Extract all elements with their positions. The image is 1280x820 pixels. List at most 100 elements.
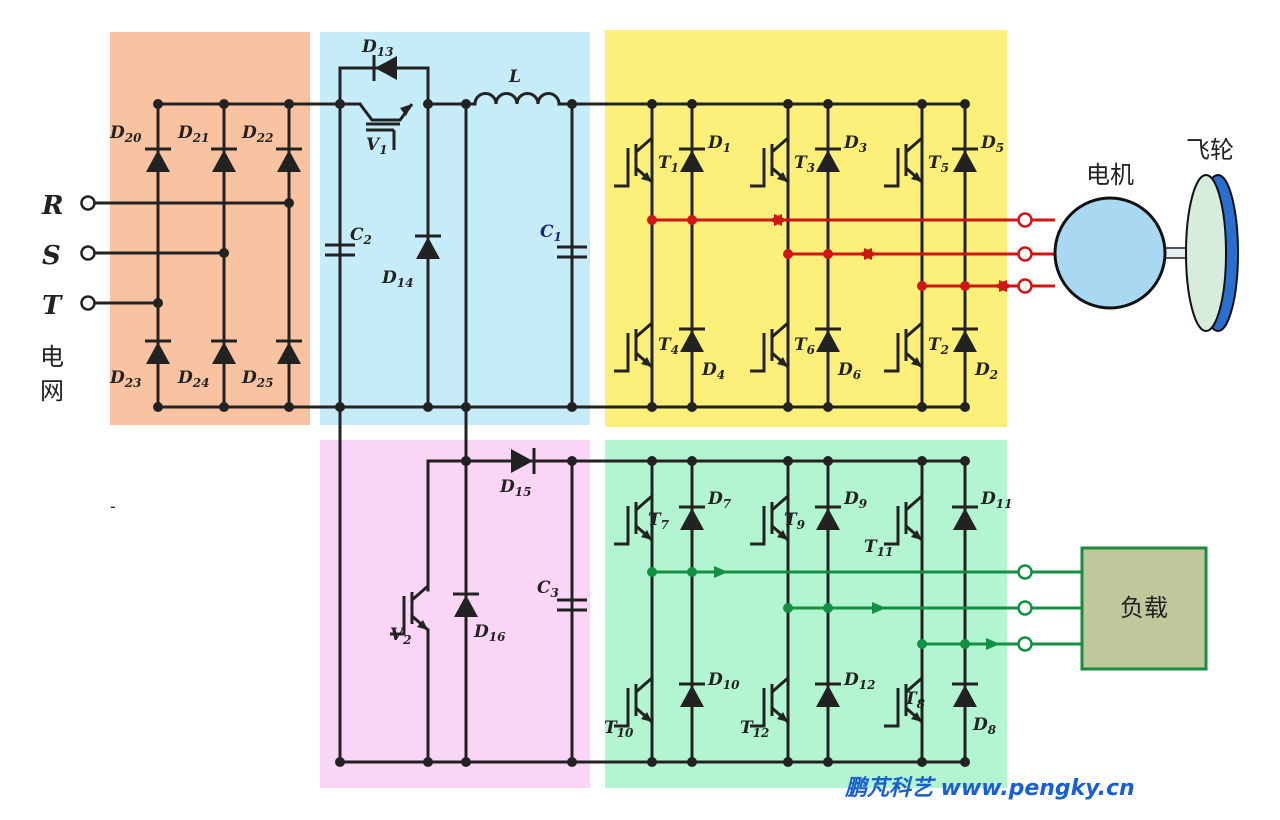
label-lower-transistor-1: T4 [658,335,679,357]
junction-dot [647,456,657,466]
diode-lower-inv-3 [952,327,978,352]
diode-upper-inv-2 [815,147,841,172]
load-terminal-2 [1017,600,1033,616]
diode-lower-inv-2 [815,327,841,352]
junction-dot [687,567,697,577]
motor-terminal-3 [1017,278,1033,294]
label-d15: D15 [499,477,531,499]
label-lower-diode-2: D24 [177,368,209,390]
junction-dot [960,99,970,109]
junction-dot [960,639,970,649]
label-load-upper-transistor-3: T11 [864,537,893,559]
load: 负载 [1080,546,1208,671]
diode-upper-2 [211,147,237,172]
junction-dot [461,757,471,767]
junction-dot [423,99,433,109]
junction-dot [917,281,927,291]
terminals [80,195,1033,652]
junction-dot [960,757,970,767]
motor-inverter-section-bg [605,30,1007,427]
junction-dot [917,402,927,412]
junction-dot [687,402,697,412]
igbt-lower-1 [614,321,653,373]
inductor-l [473,92,561,105]
junction-dot [960,402,970,412]
label-upper-diode-inv-3: D5 [980,133,1004,155]
grid-label: 电网 [40,343,64,405]
label-upper-transistor-3: T5 [928,153,949,175]
junction-dot [219,402,229,412]
label-upper-diode-inv-1: D1 [707,133,731,155]
junction-dot [647,215,657,225]
capacitor-c3 [557,598,587,612]
igbt-lower-3 [884,321,923,373]
label-load-lower-diode-3: D8 [972,715,997,737]
label-load-upper-transistor-1: T7 [648,510,670,532]
diode-lower-3 [276,339,302,364]
junction-dot [783,249,793,259]
junction-dot [284,402,294,412]
junction-dot [567,757,577,767]
label-c3: C3 [537,578,559,600]
junction-dot [567,402,577,412]
junction-dot [335,99,345,109]
diode-upper-1 [145,147,171,172]
label-load-lower-transistor-3: T8 [904,689,926,711]
label-lower-diode-inv-2: D6 [837,360,862,382]
junction-dot [917,456,927,466]
motor-body [1053,196,1167,310]
load-arrow-2 [872,602,886,614]
rectifier-section-bg [110,32,310,425]
junction-dot [461,456,471,466]
junction-dot [153,298,163,308]
load-arrow-3 [986,638,1000,650]
junction-dot [783,456,793,466]
junction-dot [783,99,793,109]
igbt-upper-3 [884,136,923,188]
label-c1: C1 [540,222,562,244]
label-v1: V1 [366,135,388,157]
junction-dot [647,567,657,577]
section-backgrounds [110,30,1007,788]
junction-dot [687,215,697,225]
diode-upper-3 [276,147,302,172]
motor: 电机 [1053,161,1195,310]
junction-dot [823,456,833,466]
label-upper-transistor-1: T1 [658,153,679,175]
motor-terminal-1 [1017,212,1033,228]
junction-dot [153,99,163,109]
junction-dot [335,402,345,412]
load-label: 负载 [1120,594,1168,622]
igbt-upper-1 [614,136,653,188]
grid-terminal-3 [80,295,96,311]
junction-dot [783,603,793,613]
capacitor-c1 [557,245,587,259]
junction-dots [153,99,970,767]
boost-section-bg [320,32,590,425]
junction-dot [917,757,927,767]
label-lower-transistor-3: T2 [928,335,949,357]
label-load-upper-diode-1: D7 [707,489,732,511]
load-inverter-section-bg [605,440,1007,788]
label-load-lower-diode-2: D12 [843,670,875,692]
label-upper-diode-1: D20 [109,123,142,145]
motor-arrows-3 [993,280,1013,292]
junction-dot [960,281,970,291]
junction-dot [687,757,697,767]
diode-lower-inv-1 [679,327,705,352]
junction-dot [823,99,833,109]
load-terminal-3 [1017,636,1033,652]
junction-dot [647,402,657,412]
label-c2: C2 [350,225,372,247]
diode-d13 [363,55,407,81]
motor-label: 电机 [1086,161,1134,189]
igbt-upper-2 [750,136,789,188]
junction-dot [823,402,833,412]
junction-dot [687,99,697,109]
junction-dot [960,456,970,466]
motor-arrows-2 [858,248,878,260]
junction-dot [423,757,433,767]
phase-label-t: T [42,291,63,321]
diode-d16 [453,592,479,617]
igbt-load-lower-1 [614,676,653,728]
